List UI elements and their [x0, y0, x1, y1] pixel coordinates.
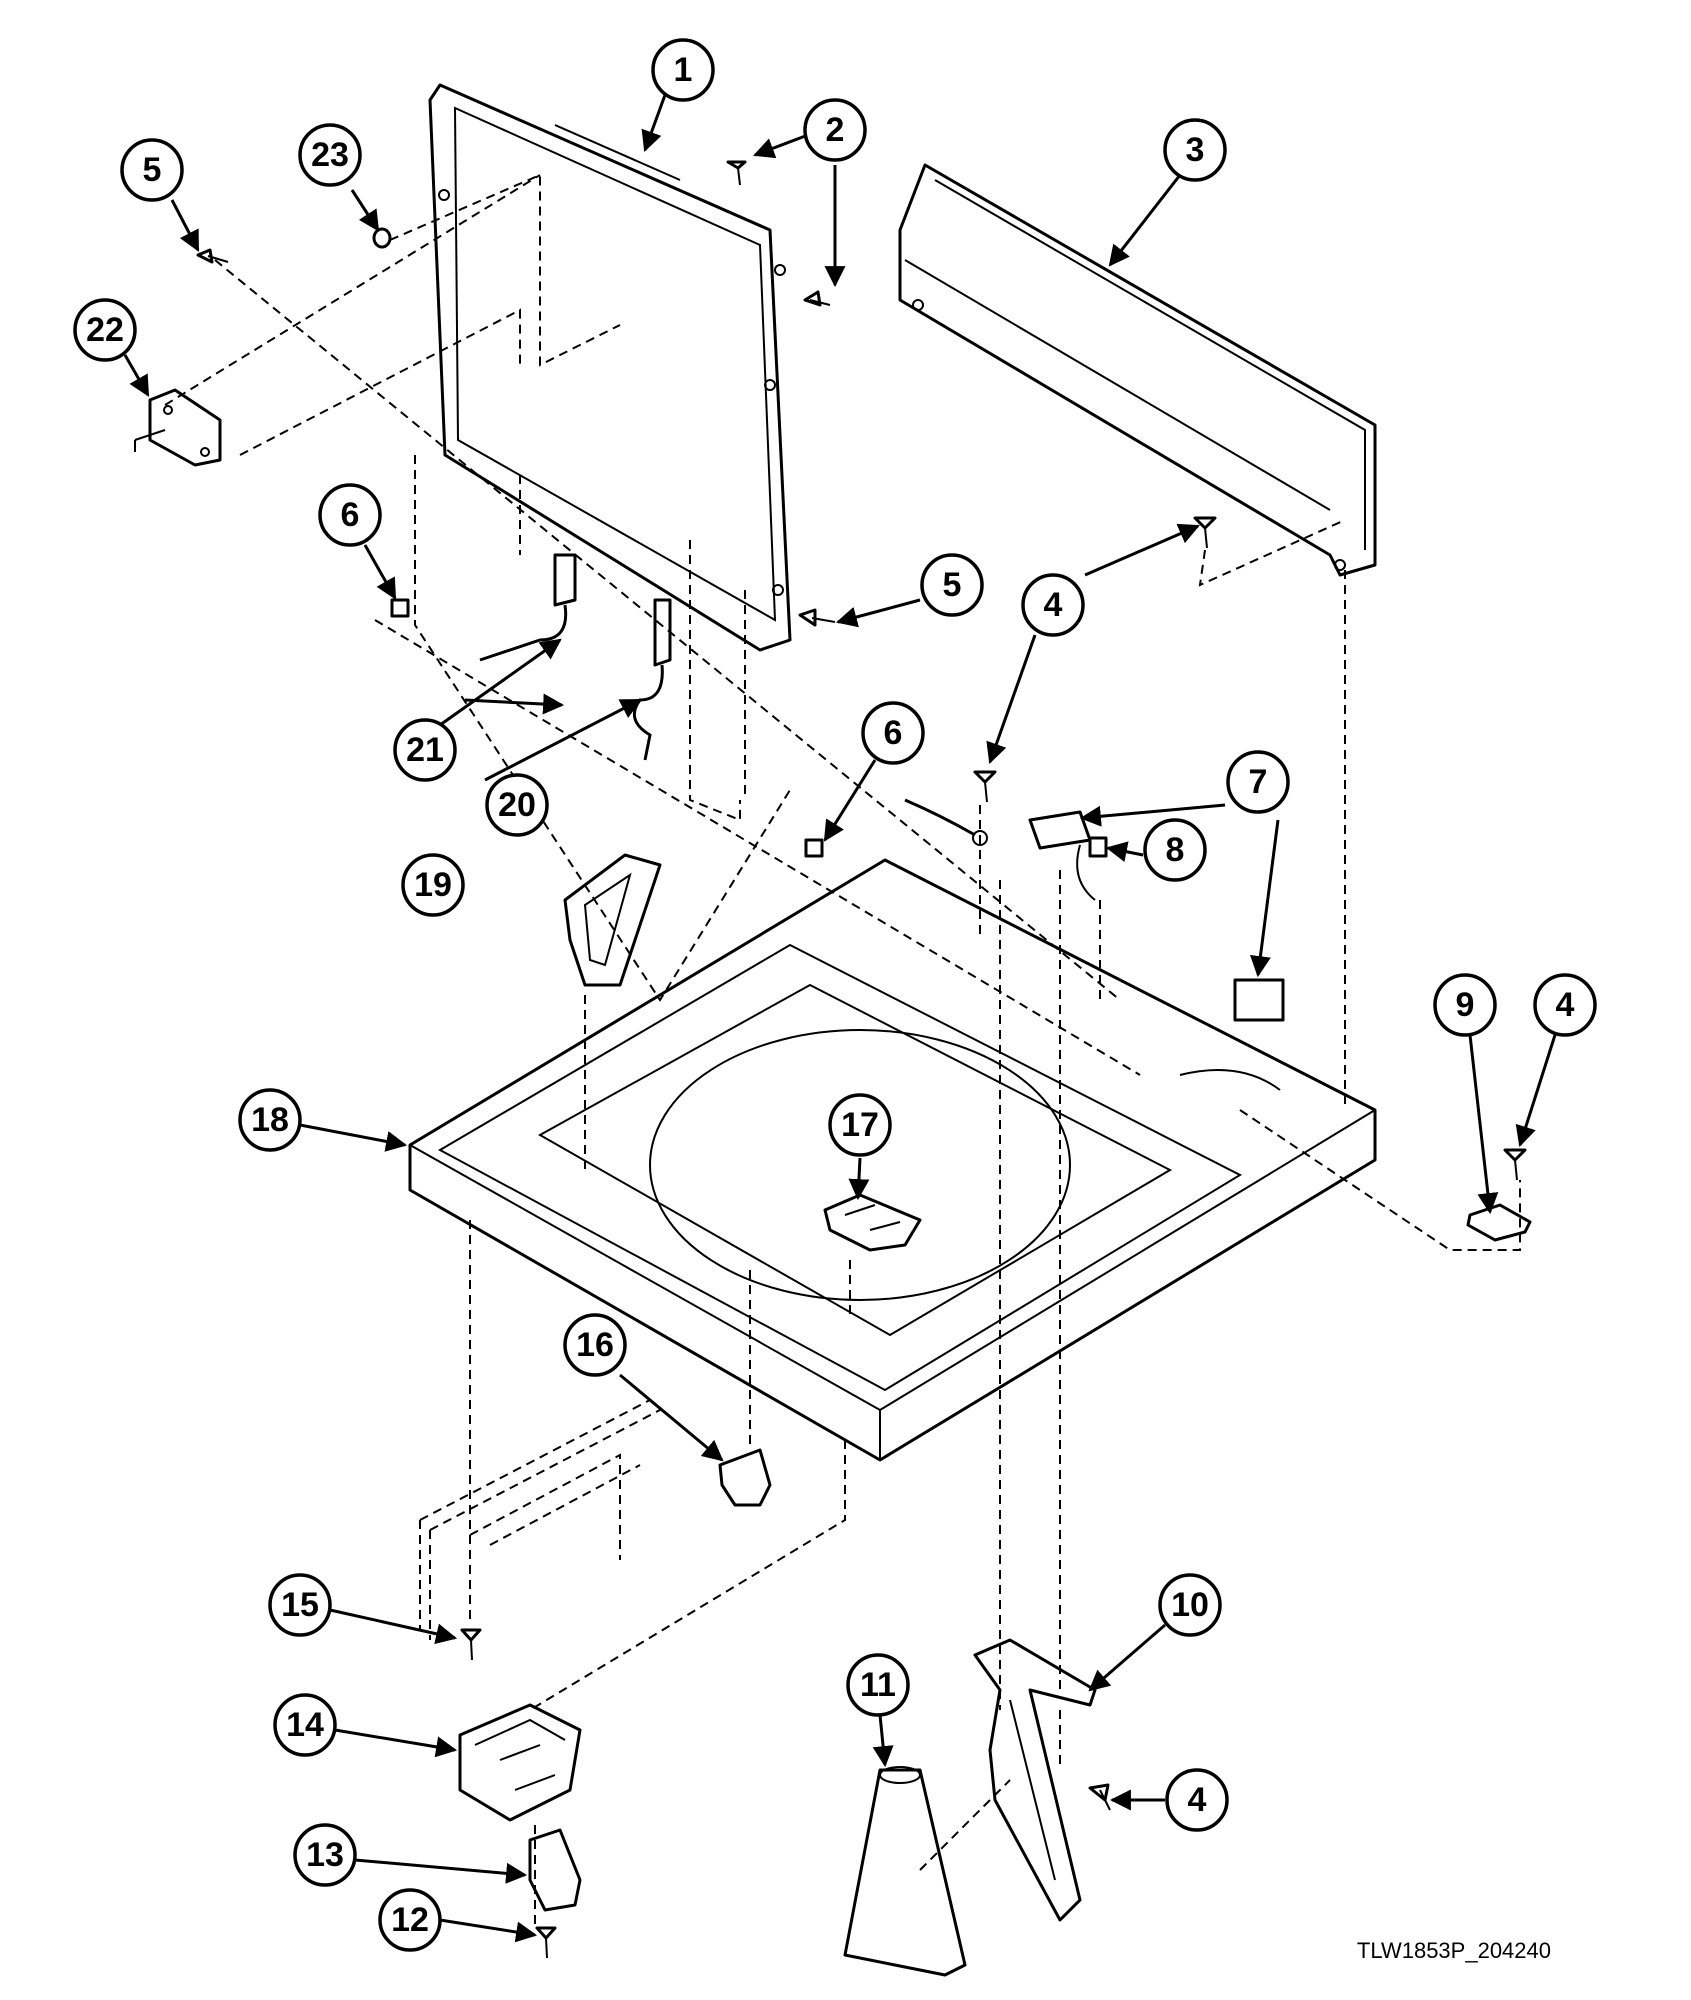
callout-18: 18	[238, 1088, 302, 1152]
callout-16: 16	[563, 1313, 627, 1377]
part-22-hinge-cover	[134, 388, 222, 467]
callout-9: 9	[1433, 973, 1497, 1037]
svg-text:20: 20	[498, 786, 536, 824]
callout-11: 11	[846, 1653, 910, 1717]
callout-6-center: 6	[861, 701, 925, 765]
svg-text:4: 4	[1044, 586, 1063, 624]
svg-text:6: 6	[341, 496, 360, 534]
fastener-clip-6-left	[390, 598, 410, 618]
part-19-dispenser	[563, 853, 662, 987]
callout-5-left: 5	[120, 138, 184, 202]
svg-text:9: 9	[1456, 986, 1475, 1024]
svg-text:4: 4	[1188, 1781, 1207, 1819]
svg-text:2: 2	[826, 111, 845, 149]
fastener-screw-4-right	[1503, 1148, 1527, 1181]
leader-lines	[123, 94, 1557, 1943]
callout-1: 1	[651, 38, 715, 102]
label-7-upper	[1028, 810, 1092, 850]
label-7-lower	[1233, 978, 1285, 1022]
callout-19: 19	[401, 853, 465, 917]
fastener-screw-15	[460, 1628, 482, 1661]
front-panel-corner	[419, 1399, 661, 1640]
fastener-screw-4-bottom	[1088, 1783, 1111, 1811]
callout-13: 13	[293, 1823, 357, 1887]
callout-15: 15	[268, 1573, 332, 1637]
fastener-screw-4-wire	[973, 770, 997, 803]
svg-text:3: 3	[1186, 131, 1205, 169]
fastener-screw-12	[535, 1926, 557, 1959]
svg-text:5: 5	[143, 151, 162, 189]
svg-text:17: 17	[841, 1106, 879, 1144]
part-13-bracket	[528, 1828, 582, 1912]
svg-text:21: 21	[406, 731, 444, 769]
svg-text:14: 14	[286, 1706, 324, 1744]
part-16-clip	[718, 1448, 772, 1507]
fastener-screw-5-right	[798, 608, 836, 627]
fastener-screw-5-left	[196, 248, 229, 264]
callout-5-right: 5	[920, 553, 984, 617]
part-14-lid-lock	[458, 1703, 582, 1822]
part-21-hinge-rod	[479, 553, 577, 662]
svg-text:8: 8	[1166, 831, 1185, 869]
fastener-screw-2-side	[803, 290, 831, 307]
svg-text:15: 15	[281, 1586, 319, 1624]
callout-4-bottom: 4	[1165, 1768, 1229, 1832]
part-top-cover	[408, 858, 1377, 1462]
callout-3: 3	[1163, 118, 1227, 182]
fastener-screw-2-top	[726, 160, 747, 186]
part-rear-panel	[898, 163, 1377, 577]
callout-6-left: 6	[318, 483, 382, 547]
callout-20: 20	[485, 773, 549, 837]
callout-21: 21	[393, 718, 457, 782]
svg-text:22: 22	[86, 311, 124, 349]
drawing-code-label: TLW1853P_204240	[1356, 1938, 1551, 1963]
fastener-screw-4-top	[1193, 516, 1217, 549]
callout-10: 10	[1158, 1573, 1222, 1637]
callout-23: 23	[298, 123, 362, 187]
svg-text:10: 10	[1171, 1586, 1209, 1624]
part-8-connector	[1076, 836, 1108, 901]
callout-4-right: 4	[1533, 973, 1597, 1037]
svg-text:4: 4	[1556, 986, 1575, 1024]
svg-text:19: 19	[414, 866, 452, 904]
svg-text:5: 5	[943, 566, 962, 604]
svg-text:12: 12	[391, 1901, 429, 1939]
callout-8: 8	[1143, 818, 1207, 882]
svg-text:11: 11	[860, 1666, 896, 1704]
part-lid-frame	[428, 83, 792, 652]
svg-text:1: 1	[674, 51, 693, 89]
callout-22: 22	[73, 298, 137, 362]
svg-text:7: 7	[1249, 763, 1268, 801]
svg-text:23: 23	[311, 136, 349, 174]
svg-text:18: 18	[251, 1101, 289, 1139]
callout-7: 7	[1226, 750, 1290, 814]
callout-12: 12	[378, 1888, 442, 1952]
svg-text:13: 13	[306, 1836, 344, 1874]
wire-harness	[904, 798, 988, 846]
svg-text:6: 6	[884, 714, 903, 752]
part-11-cover	[843, 1766, 967, 1977]
callout-4-top: 4	[1021, 573, 1085, 637]
svg-text:16: 16	[576, 1326, 614, 1364]
fastener-plug-23	[372, 227, 392, 249]
callout-14: 14	[273, 1693, 337, 1757]
callout-2: 2	[803, 98, 867, 162]
part-10-support	[973, 1638, 1097, 1922]
fastener-clip-6-center	[804, 838, 824, 858]
callout-17: 17	[828, 1093, 892, 1157]
part-20-hinge-rod	[632, 598, 672, 761]
